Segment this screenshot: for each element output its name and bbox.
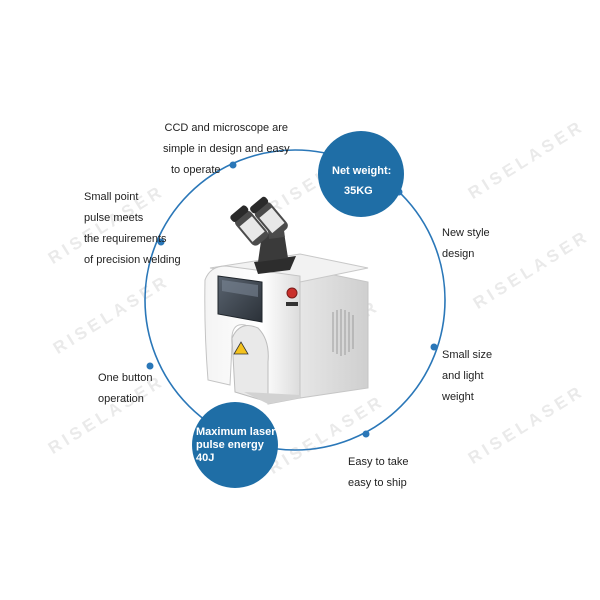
feature-text: pulse meets bbox=[84, 212, 144, 224]
ring-dot bbox=[229, 161, 237, 169]
net-weight-value: 35KG bbox=[344, 185, 373, 197]
max-energy-line2: pulse energy bbox=[196, 438, 264, 451]
feature-text: the requirements bbox=[84, 233, 167, 245]
feature-text: weight bbox=[442, 391, 474, 403]
feature-one-button: One button operation bbox=[98, 368, 152, 410]
feature-text: CCD and microscope are bbox=[164, 122, 289, 134]
feature-easy-take: Easy to take easy to ship bbox=[348, 452, 409, 494]
feature-text: of precision welding bbox=[84, 254, 181, 266]
net-weight-title: Net weight: bbox=[332, 165, 392, 177]
feature-text: One button bbox=[98, 372, 153, 384]
feature-text: operation bbox=[98, 393, 144, 405]
feature-text: New style bbox=[442, 227, 490, 239]
feature-small-size: Small size and light weight bbox=[442, 345, 492, 408]
feature-text: Small point bbox=[84, 191, 139, 203]
feature-new-style: New style design bbox=[442, 223, 490, 265]
feature-text: design bbox=[442, 248, 475, 260]
feature-small-point: Small point pulse meets the requirements… bbox=[84, 187, 181, 271]
ring-dot bbox=[362, 430, 370, 438]
ring-dot bbox=[430, 343, 438, 351]
ring-dot bbox=[157, 238, 165, 246]
feature-text: easy to ship bbox=[348, 477, 407, 489]
feature-text: and light bbox=[442, 370, 484, 382]
laser-warning-icon bbox=[233, 341, 249, 355]
net-weight-badge: Net weight: 35KG bbox=[318, 131, 404, 217]
ring-circle bbox=[144, 149, 446, 451]
max-energy-line1: Maximum laser bbox=[196, 425, 276, 438]
feature-text: Easy to take bbox=[348, 456, 409, 468]
feature-ccd: CCD and microscope are simple in design … bbox=[163, 118, 290, 181]
feature-text: Small size bbox=[442, 349, 493, 361]
feature-text: simple in design and easy bbox=[163, 143, 290, 155]
ring-dot bbox=[146, 362, 154, 370]
max-energy-line3: 40J bbox=[196, 451, 215, 464]
feature-text: to operate bbox=[171, 164, 221, 176]
max-energy-badge: Maximum laser pulse energy 40J bbox=[192, 402, 278, 488]
